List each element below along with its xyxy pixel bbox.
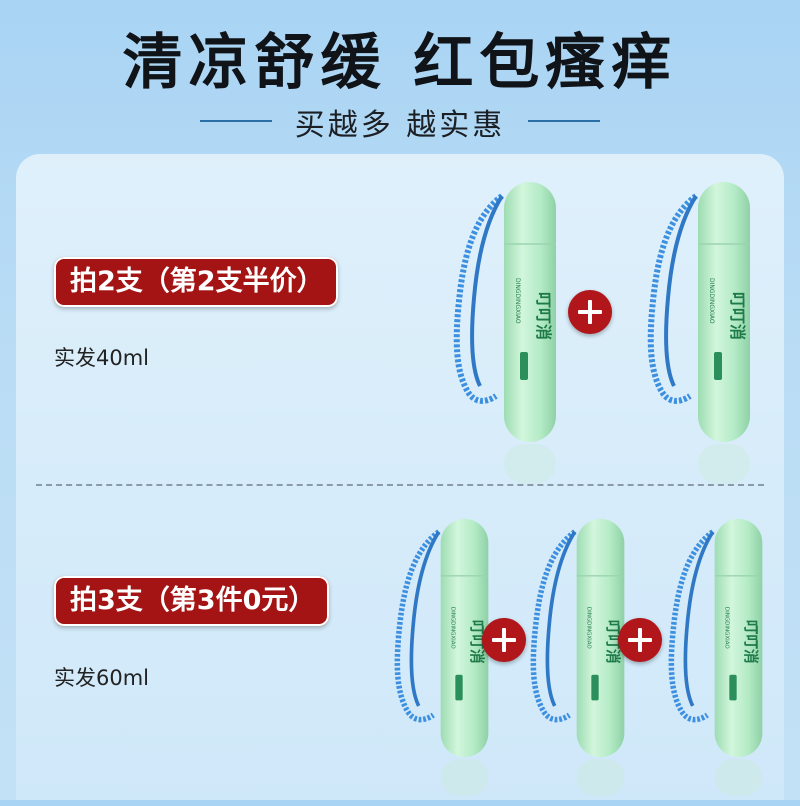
product-image-1-1 <box>440 182 560 492</box>
offer-shipping-1: 实发40ml <box>54 346 150 370</box>
page-title: 清凉舒缓 红包瘙痒 <box>122 28 678 98</box>
plus-icon <box>618 618 662 662</box>
product-image-1-2 <box>634 182 754 492</box>
plus-icon <box>568 290 612 334</box>
subtitle-line-left <box>200 120 272 122</box>
offer-badge-2[interactable]: 拍3支（第3件0元） <box>54 576 330 626</box>
subtitle-line-right <box>528 120 600 122</box>
plus-icon <box>482 618 526 662</box>
offer-badge-1[interactable]: 拍2支（第2支半价） <box>54 257 338 307</box>
product-image-2-2 <box>518 516 628 806</box>
offer-panel: 拍2支（第2支半价） 实发40ml 拍3支（第3件0元） 实发60ml <box>16 154 784 800</box>
section-divider <box>36 484 764 486</box>
product-image-2-1 <box>382 516 492 806</box>
offer-shipping-2: 实发60ml <box>54 666 150 690</box>
page-subtitle: 买越多 越实惠 <box>294 108 506 143</box>
subtitle-row: 买越多 越实惠 <box>0 100 800 143</box>
product-image-2-3 <box>656 516 766 806</box>
